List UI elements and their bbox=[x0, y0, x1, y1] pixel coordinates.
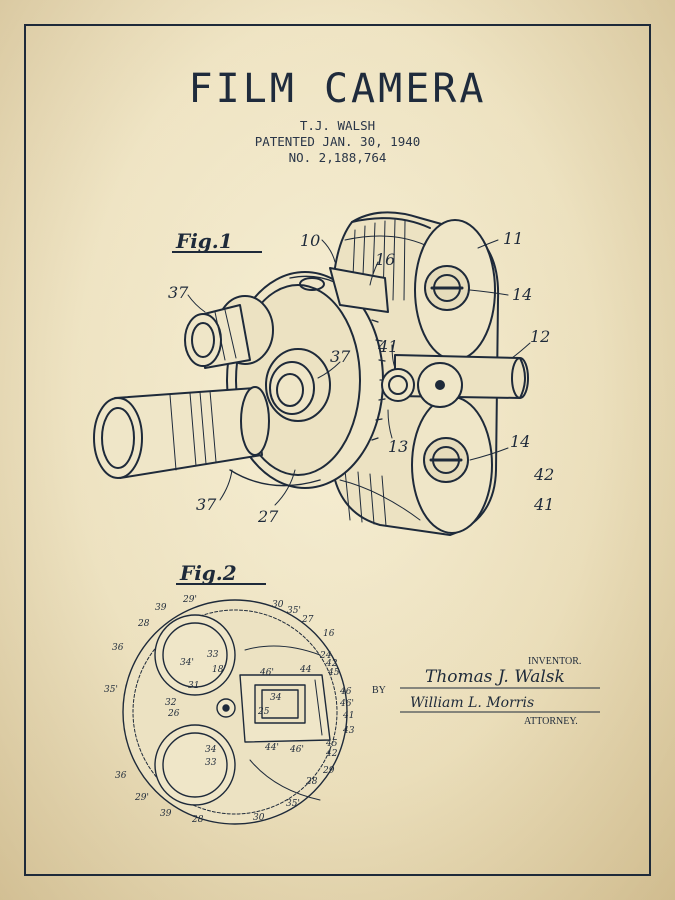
ref-label: 36 bbox=[115, 771, 127, 781]
ref-label: 41 bbox=[342, 711, 354, 721]
ref-label: 27 bbox=[257, 507, 279, 526]
ref-label: 34' bbox=[180, 658, 194, 668]
ref-label: 30 bbox=[253, 813, 265, 823]
ref-label: 37 bbox=[168, 283, 189, 302]
ref-label: 45 bbox=[327, 668, 340, 678]
ref-label: 34 bbox=[270, 693, 282, 703]
by-label: BY bbox=[372, 685, 386, 696]
attorney-signature: William L. Morris bbox=[410, 695, 534, 711]
ref-label: 11 bbox=[503, 229, 523, 248]
inventor-signature: Thomas J. Walsk bbox=[425, 667, 565, 687]
ref-label: 35' bbox=[286, 799, 300, 809]
ref-label: 29 bbox=[322, 766, 335, 776]
ref-label: 42 bbox=[325, 749, 338, 759]
ref-label: 33 bbox=[205, 758, 217, 768]
border-frame bbox=[24, 24, 651, 876]
ref-label: 43 bbox=[342, 726, 355, 736]
ref-label: 45 bbox=[325, 739, 338, 749]
fig1-ref-numbers: 10 11 16 37 14 12 41 37 13 14 42 41 37 2… bbox=[168, 229, 554, 526]
ref-label: 10 bbox=[300, 231, 320, 250]
signature-block: INVENTOR. Thomas J. Walsk BY William L. … bbox=[372, 656, 600, 727]
ref-label: 44 bbox=[299, 665, 312, 675]
ref-label: 16 bbox=[375, 250, 395, 269]
ref-label: 46 bbox=[339, 687, 352, 697]
patent-date: PATENTED JAN. 30, 1940 bbox=[254, 134, 421, 149]
ref-label: 46' bbox=[339, 699, 354, 709]
ref-label: 18' bbox=[212, 665, 226, 675]
fig2-label: Fig.2 bbox=[179, 561, 237, 585]
ref-label: 28 bbox=[191, 815, 204, 825]
fig1-label: Fig.1 bbox=[175, 229, 233, 253]
attorney-label: ATTORNEY. bbox=[524, 716, 578, 727]
fig2-ref-numbers: 29' 30 35' 27 39 28 16 36 34' 33 18' 24 … bbox=[104, 595, 355, 825]
ref-label: 35' bbox=[287, 606, 301, 616]
fig1-camera bbox=[93, 211, 529, 536]
ref-label: 14 bbox=[512, 285, 532, 304]
ref-label: 39 bbox=[160, 809, 172, 819]
ref-label: 41 bbox=[533, 495, 554, 514]
ref-label: 14 bbox=[510, 432, 530, 451]
patent-title: FILM CAMERA bbox=[188, 66, 487, 112]
ref-label: 25 bbox=[257, 707, 270, 717]
ref-label: 46' bbox=[259, 668, 274, 678]
fig2-plate bbox=[122, 599, 348, 825]
ref-label: 41 bbox=[377, 337, 398, 356]
ref-label: 28 bbox=[137, 619, 150, 629]
ref-label: 26 bbox=[167, 709, 180, 719]
ref-label: 29' bbox=[134, 793, 149, 803]
ref-label: 30 bbox=[272, 600, 284, 610]
ref-label: 12 bbox=[530, 327, 550, 346]
ref-label: 46' bbox=[289, 745, 304, 755]
fig2-label-group: Fig.2 bbox=[176, 561, 266, 585]
ref-label: 44' bbox=[264, 743, 279, 753]
inventor-label: INVENTOR. bbox=[528, 656, 581, 667]
ref-label: 24 bbox=[319, 651, 332, 661]
patent-number: NO. 2,188,764 bbox=[288, 150, 387, 165]
ref-label: 34 bbox=[205, 745, 217, 755]
ref-label: 42 bbox=[325, 659, 338, 669]
ref-label: 13 bbox=[388, 437, 408, 456]
inventor-line: T.J. WALSH bbox=[299, 118, 376, 133]
ref-label: 39 bbox=[155, 603, 167, 613]
ref-label: 36 bbox=[112, 643, 124, 653]
fig1-label-group: Fig.1 bbox=[172, 229, 262, 253]
ref-label: 28 bbox=[305, 777, 318, 787]
ref-label: 35' bbox=[104, 685, 118, 695]
ref-label: 37 bbox=[330, 347, 351, 366]
ref-label: 33 bbox=[207, 650, 219, 660]
ref-label: 31 bbox=[188, 681, 199, 691]
ref-label: 27 bbox=[301, 615, 314, 625]
ref-label: 37 bbox=[196, 495, 217, 514]
ref-label: 29' bbox=[182, 595, 197, 605]
fig1-leaders bbox=[187, 239, 531, 506]
ref-label: 42 bbox=[533, 465, 554, 484]
ref-label: 32 bbox=[165, 698, 177, 708]
ref-label: 16 bbox=[323, 629, 335, 639]
